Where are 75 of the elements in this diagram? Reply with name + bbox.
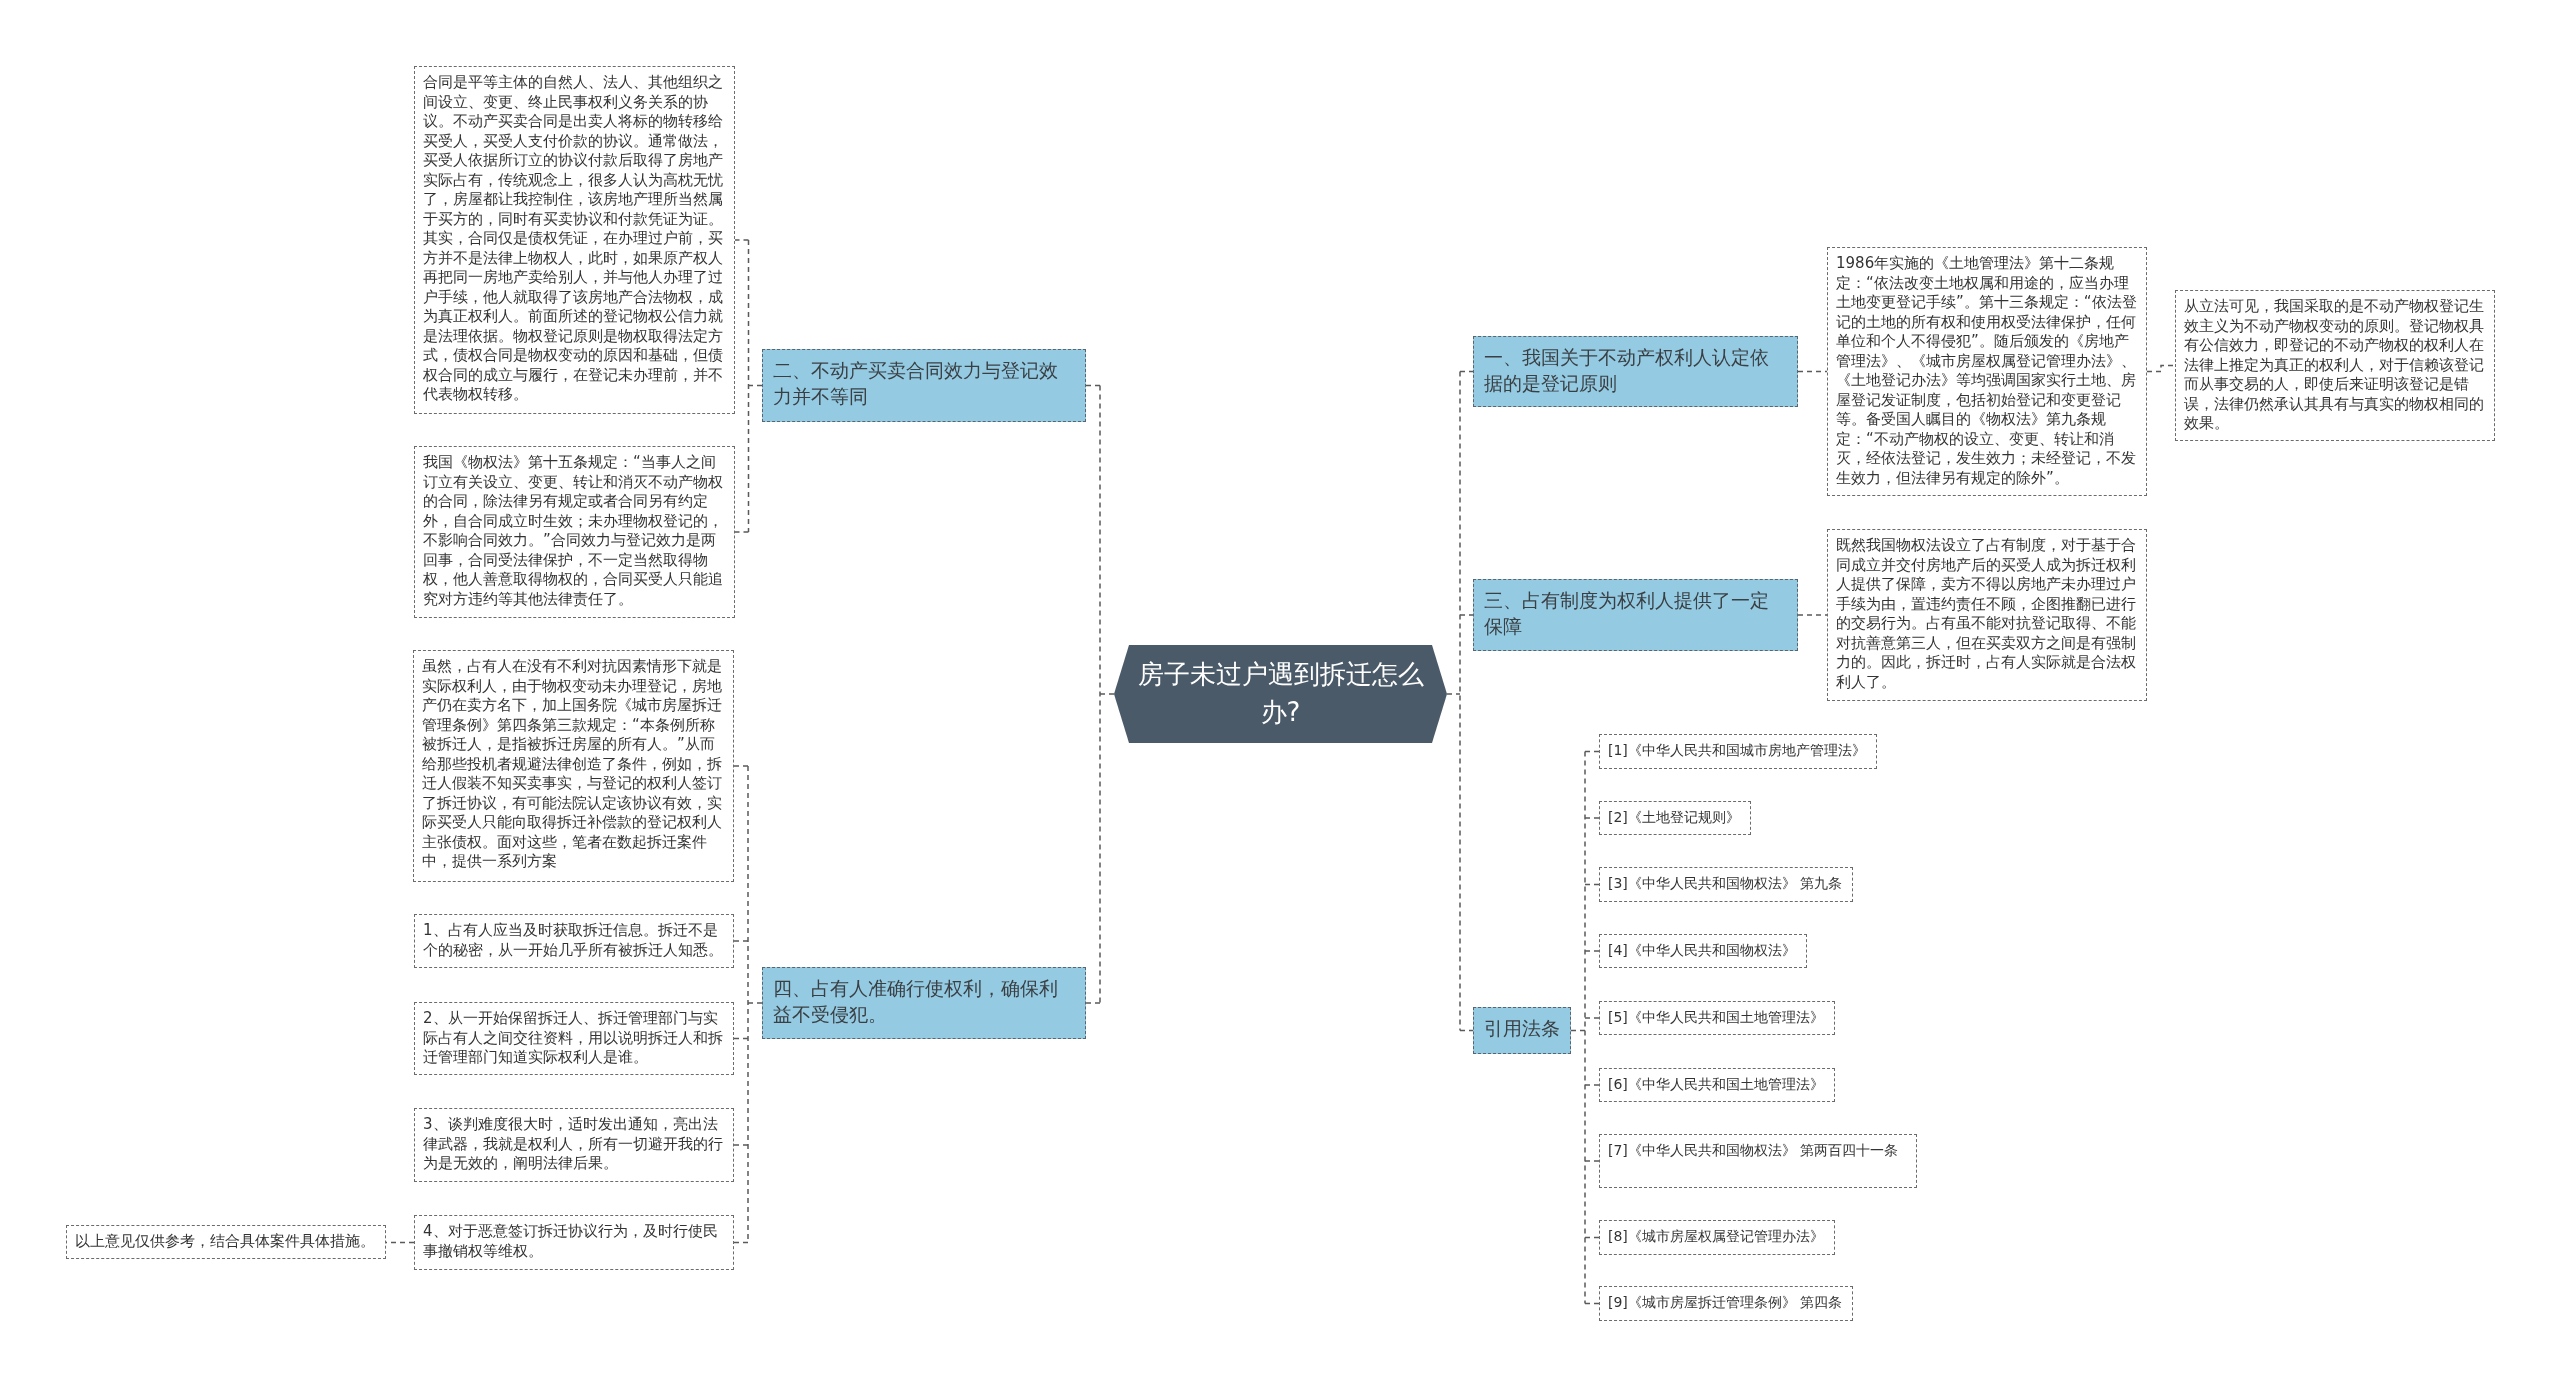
connector-line: [1085, 1002, 1101, 1004]
topic-box: [762, 349, 1086, 422]
connector-line: [733, 1241, 749, 1244]
connector-line: [734, 531, 750, 533]
reference-box: [1599, 801, 1751, 835]
topic-box: [762, 967, 1086, 1039]
reference-box: [1599, 1001, 1835, 1035]
topic-text: 三、占有制度为权利人提供了一定保障: [1484, 588, 1770, 640]
connector-line: [1459, 614, 1474, 616]
connector-line: [1584, 1160, 1600, 1162]
note-text: 1、占有人应当及时获取拆迁信息。拆迁不是个的秘密，从一开始几乎所有被拆迁人知悉。: [423, 921, 724, 960]
note-text: 3、谈判难度很大时，适时发出通知，亮出法律武器，我就是权利人，所有一切避开我的行为是无效的，阐明法律后果。: [423, 1115, 724, 1174]
reference-text: [7]《中华人民共和国物权法》 第两百四十一条: [1608, 1141, 1900, 1160]
connector-line: [733, 1144, 749, 1146]
connector-line: [1584, 883, 1600, 886]
note-text: 1986年实施的《土地管理法》第十二条规定：“依法改变土地权属和用途的，应当办理土地变更登记手续”。第十三条规定：“依法登记的土地的所有权和使用权受法律保护，任何单位和个人不得侵犯”。随后颁发的《房地产管理法》、《城市房屋权属登记管理办法》、《土地登记办法》等均强调国家实行土地、房屋登记发证制度，包括初始登记和变更登记等。备受国人瞩目的《物权法》第九条规定：“不动产物权的设立、变更、转让和消灭，经依法登记，发生效力；未经登记，不发生效力，但法律另有规定的除外”。: [1836, 254, 2138, 488]
reference-text: [9]《城市房屋拆迁管理条例》 第四条: [1608, 1293, 1843, 1312]
connector-line: [1584, 1236, 1600, 1239]
connector-line: [1459, 370, 1474, 373]
connector-line: [1570, 750, 1586, 1305]
note-text: 既然我国物权法设立了占有制度，对于基于合同成立并交付房地产后的买受人成为拆迁权利人提供了保障，卖方不得以房地产未办理过户手续为由，置违约责任不顾，企图推翻已进行的交易行为。占有虽不能对抗登记取得、不能对抗善意第三人，但在买卖双方之间是有强制力的。因此，拆迁时，占有人实际就是合法权利人了。: [1836, 536, 2137, 692]
reference-box: [1599, 867, 1854, 902]
connector-line: [747, 239, 763, 533]
reference-box: [1599, 1286, 1854, 1321]
topic-box: [1473, 1007, 1571, 1054]
note-text: 以上意见仅供参考，结合具体案件具体措施。: [75, 1232, 376, 1252]
connector-line: [1584, 950, 1600, 952]
topic-box: [1473, 579, 1798, 651]
topic-box: [1473, 336, 1798, 407]
note-box: [414, 914, 734, 968]
central-topic-text: 房子未过户遇到拆迁怎么办?: [1136, 658, 1425, 729]
reference-text: [5]《中华人民共和国土地管理法》: [1608, 1008, 1824, 1027]
reference-box: [1599, 934, 1807, 968]
connector-line: [1797, 614, 1828, 616]
connector-line: [733, 765, 749, 767]
note-box: [414, 1108, 734, 1182]
connector-line: [1584, 1017, 1600, 1019]
connector-line: [1584, 817, 1600, 819]
connector-line: [733, 1037, 749, 1040]
reference-text: [2]《土地登记规则》: [1608, 808, 1740, 827]
note-text: 虽然，占有人在没有不利对抗因素情形下就是实际权利人，由于物权变动未办理登记，房地产仍在卖方名下，加上国务院《城市房屋拆迁管理条例》第四条第三款规定：“本条例所称被拆迁人，是指被拆迁房屋的所有人。”从而给那些投机者规避法律创造了条件，例如，拆迁人假装不知买卖事实，与登记的权利人签订了拆迁协议，有可能法院认定该协议有效，实际买受人只能向取得拆迁补偿款的登记权利人主张债权。面对这些，笔者在数起拆迁案件中，提供一系列方案: [422, 657, 723, 872]
topic-text: 引用法条: [1484, 1016, 1560, 1041]
reference-text: [4]《中华人民共和国物权法》: [1608, 941, 1796, 960]
connector-line: [1459, 1029, 1474, 1032]
topic-text: 四、占有人准确行使权利，确保利益不受侵犯。: [773, 976, 1059, 1028]
connector-line: [1584, 1302, 1600, 1305]
reference-box: [1599, 734, 1877, 769]
note-text: 我国《物权法》第十五条规定：“当事人之间订立有关设立、变更、转让和消灭不动产物权的合同，除法律另有规定或者合同另有约定外，自合同成立时生效；未办理物权登记的，不影响合同效力。”合同效力与登记效力是两回事，合同受法律保护，不一定当然取得物权，他人善意取得物权的，合同买受人只能追究对方违约等其他法律责任了。: [423, 453, 724, 609]
connector-line: [1085, 384, 1101, 387]
connector-line: [1584, 1084, 1600, 1086]
note-box: [414, 1002, 734, 1075]
reference-box: [1599, 1220, 1835, 1255]
note-box: [66, 1225, 386, 1259]
reference-box: [1599, 1068, 1835, 1102]
connector-line: [1797, 370, 1828, 373]
connector-line: [1584, 750, 1600, 753]
reference-text: [1]《中华人民共和国城市房地产管理法》: [1608, 741, 1866, 760]
note-text: 从立法可见，我国采取的是不动产物权登记生效主义为不动产物权变动的原则。登记物权具有公信效力，即登记的不动产物权的权利人在法律上推定为真正的权利人，对于信赖该登记而从事交易的人，即使后来证明该登记是错误，法律仍然承认其具有与真实的物权相同的效果。: [2184, 297, 2485, 434]
connector-line: [733, 940, 749, 942]
note-text: 4、对于恶意签订拆迁协议行为，及时行使民事撤销权等维权。: [423, 1222, 719, 1261]
central-topic-hexagon: [1114, 645, 1447, 743]
connector-line: [2146, 364, 2176, 373]
connector-line: [385, 1241, 415, 1244]
reference-text: [8]《城市房屋权属登记管理办法》: [1608, 1227, 1824, 1246]
note-box: [414, 1215, 734, 1270]
note-text: 合同是平等主体的自然人、法人、其他组织之间设立、变更、终止民事权利义务关系的协议。不动产买卖合同是出卖人将标的物转移给买受人，买受人支付价款的协议。通常做法，买受人依据所订立的协议付款后取得了房地产实际占有，传统观念上，很多人认为高枕无忧了，房屋都让我控制住，该房地产理所当然属于买方的，同时有买卖协议和付款凭证为证。其实，合同仅是债权凭证，在办理过户前，买方并不是法律上物权人，此时，如果原产权人再把同一房地产卖给别人，并与他人办理了过户手续，他人就取得了该房地产合法物权，成为真正权利人。前面所述的登记物权公信力就是法理依据。物权登记原则是物权取得法定方式，债权合同是物权变动的原因和基础，但债权合同的成立与履行，在登记未办理前，并不代表物权转移。: [423, 73, 724, 405]
topic-text: 一、我国关于不动产权利人认定依据的是登记原则: [1484, 345, 1770, 397]
reference-text: [6]《中华人民共和国土地管理法》: [1608, 1075, 1824, 1094]
reference-box: [1599, 1134, 1917, 1188]
connector-line: [1446, 370, 1461, 1032]
reference-text: [3]《中华人民共和国物权法》 第九条: [1608, 874, 1843, 893]
connector-line: [1099, 384, 1115, 1004]
note-text: 2、从一开始保留拆迁人、拆迁管理部门与实际占有人之间交往资料，用以说明拆迁人和拆迁管理部门知道实际权利人是谁。: [423, 1009, 724, 1068]
topic-text: 二、不动产买卖合同效力与登记效力并不等同: [773, 358, 1059, 410]
connector-line: [734, 239, 750, 241]
